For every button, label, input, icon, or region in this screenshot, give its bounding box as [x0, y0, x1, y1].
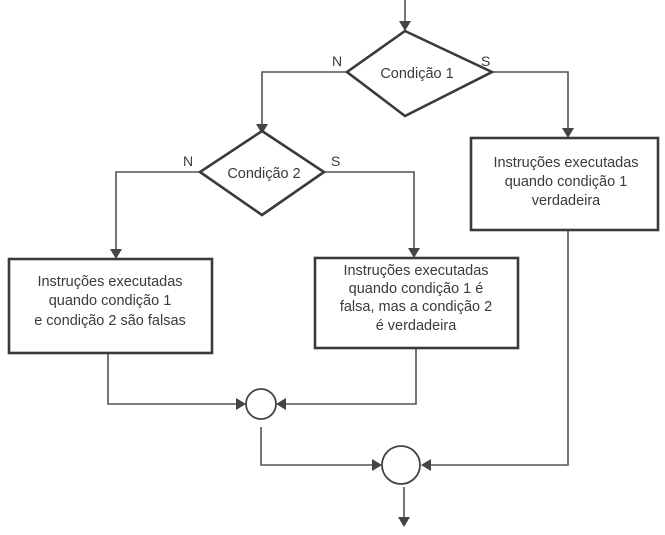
process-2-line-3: e condição 2 são falsas	[34, 313, 186, 329]
process-1-line-1: Instruções executadas	[493, 155, 638, 171]
cond2-yes-line	[324, 171, 415, 249]
process-3-line-2: quando condição 1 é	[349, 281, 484, 297]
process-1-line-3: verdadeira	[532, 193, 601, 209]
cond2-no-arrow	[110, 249, 122, 259]
connectors	[107, 0, 569, 518]
merge1-left-arrow	[236, 398, 246, 410]
merge-connector-2	[381, 445, 421, 485]
cond2-no-line	[115, 171, 200, 250]
merge2-left-arrow	[372, 459, 382, 471]
decision-2-yes-label: S	[331, 153, 340, 169]
process-condition-2-true: Instruções executadas quando condição 1 …	[313, 256, 520, 350]
cond2-true-to-merge1-line	[285, 348, 417, 405]
process-2-line-1: Instruções executadas	[37, 274, 182, 290]
decision-condition-1: Condição 1 N S	[332, 29, 495, 118]
decision-1-label: Condição 1	[380, 66, 453, 82]
exit-arrow	[398, 517, 410, 527]
entry-arrow	[399, 21, 411, 31]
process-3-line-3: falsa, mas a condição 2	[340, 299, 492, 315]
decision-1-yes-label: S	[481, 53, 490, 69]
arrowheads	[110, 21, 574, 527]
process-3-line-1: Instruções executadas	[343, 263, 488, 279]
merge-connector-1	[245, 388, 277, 420]
merge2-right-arrow	[421, 459, 431, 471]
decision-condition-2: Condição 2 N S	[183, 129, 340, 217]
process-condition-1-true: Instruções executadas quando condição 1 …	[469, 136, 660, 232]
cond1-yes-line	[492, 71, 569, 129]
cond1-no-line	[261, 71, 347, 125]
merge1-right-arrow	[276, 398, 286, 410]
cond1-true-to-merge2-line	[430, 230, 569, 466]
both-false-to-merge1-line	[107, 353, 237, 405]
decision-2-label: Condição 2	[227, 166, 300, 182]
process-1-line-2: quando condição 1	[505, 174, 628, 190]
process-2-line-2: quando condição 1	[49, 293, 172, 309]
merge1-to-merge2-line	[260, 427, 373, 466]
process-3-line-4: é verdadeira	[376, 318, 458, 334]
cond1-no-arrow	[256, 124, 268, 134]
process-both-false: Instruções executadas quando condição 1 …	[7, 257, 214, 355]
decision-2-no-label: N	[183, 153, 193, 169]
cond1-yes-arrow	[562, 128, 574, 138]
decision-1-no-label: N	[332, 53, 342, 69]
cond2-yes-arrow	[408, 248, 420, 258]
